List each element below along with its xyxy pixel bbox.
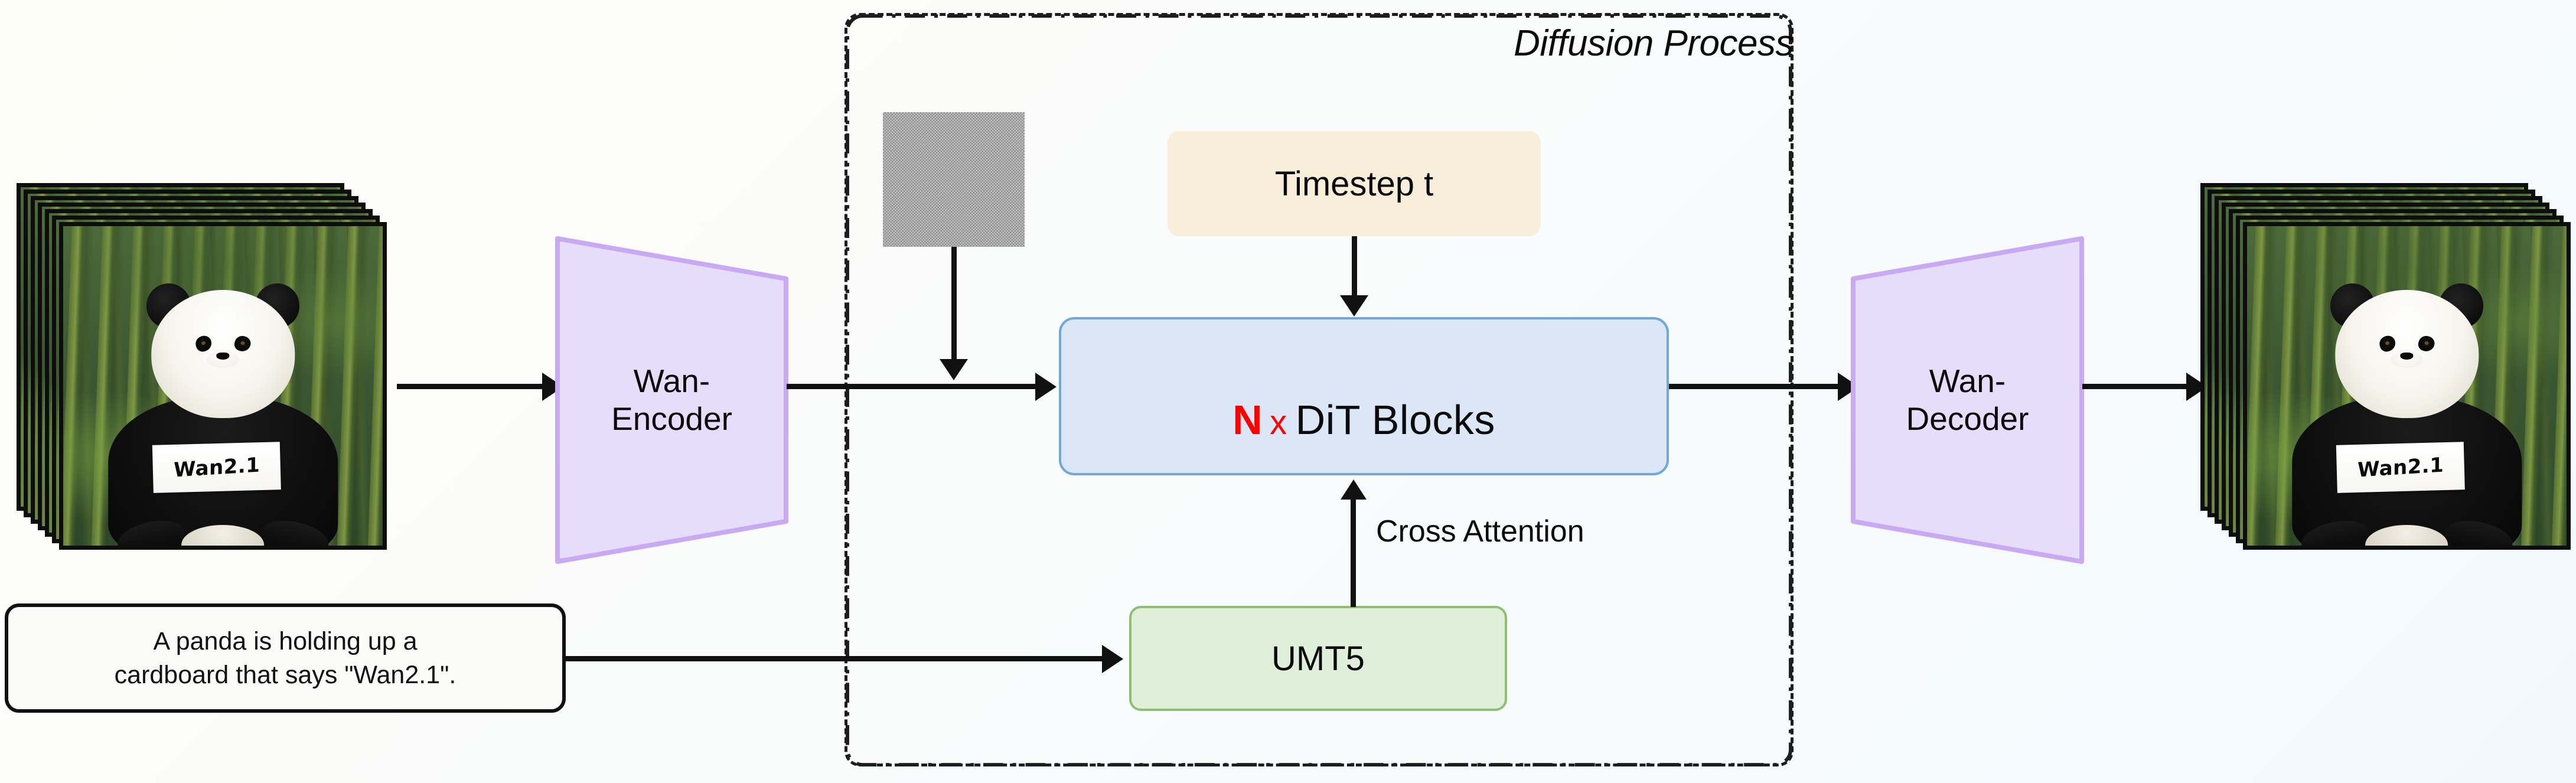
input-frame-front: Wan2.1: [59, 222, 387, 550]
arrow-dit-to-decoder-line: [1669, 384, 1840, 389]
arrow-prompt-to-umt5-line: [566, 656, 1103, 661]
wan-decoder-block[interactable]: Wan- Decoder: [1851, 236, 2084, 564]
wan-decoder-label: Wan- Decoder: [1906, 363, 2029, 437]
arrow-timestep-to-dit-head: [1340, 295, 1368, 317]
text-prompt-box[interactable]: A panda is holding up a cardboard that s…: [5, 603, 566, 713]
arrow-encoder-to-dit-line: [787, 384, 1038, 389]
arrow-noise-to-flow-head: [940, 359, 968, 380]
input-sign-text: Wan2.1: [173, 452, 260, 482]
arrow-input-to-encoder-line: [397, 384, 544, 389]
wan-encoder-label: Wan- Encoder: [611, 363, 732, 437]
arrow-umt5-to-dit-line: [1351, 500, 1356, 607]
wan-encoder-block[interactable]: Wan- Encoder: [555, 236, 788, 564]
text-prompt-label: A panda is holding up a cardboard that s…: [114, 627, 456, 689]
output-sign: Wan2.1: [2336, 442, 2465, 493]
arrow-prompt-to-umt5-head: [1102, 645, 1123, 673]
dit-multiplier-symbol: x: [1270, 403, 1287, 442]
dit-repeat-count: N: [1232, 397, 1263, 443]
timestep-label: Timestep t: [1274, 164, 1434, 203]
arrow-decoder-to-output-line: [2082, 384, 2189, 389]
output-frame-front: Wan2.1: [2243, 222, 2571, 550]
input-sign: Wan2.1: [152, 442, 281, 493]
cross-attention-label: Cross Attention: [1376, 514, 1584, 549]
diffusion-process-label: Diffusion Process: [1514, 23, 1794, 64]
umt5-label: UMT5: [1271, 639, 1365, 678]
arrow-noise-to-flow-line: [951, 247, 957, 359]
gaussian-noise-latent: [883, 112, 1025, 247]
arrow-timestep-to-dit-line: [1352, 236, 1357, 295]
arrow-umt5-to-dit-head: [1341, 479, 1367, 500]
dit-blocks-text: DiT Blocks: [1295, 397, 1495, 443]
umt5-block[interactable]: UMT5: [1129, 606, 1507, 711]
wan-encoder-shape: [555, 236, 788, 564]
output-sign-text: Wan2.1: [2357, 452, 2444, 482]
timestep-block[interactable]: Timestep t: [1168, 131, 1541, 236]
arrow-encoder-to-dit-head: [1035, 373, 1057, 401]
wan-decoder-shape: [1851, 236, 2084, 564]
